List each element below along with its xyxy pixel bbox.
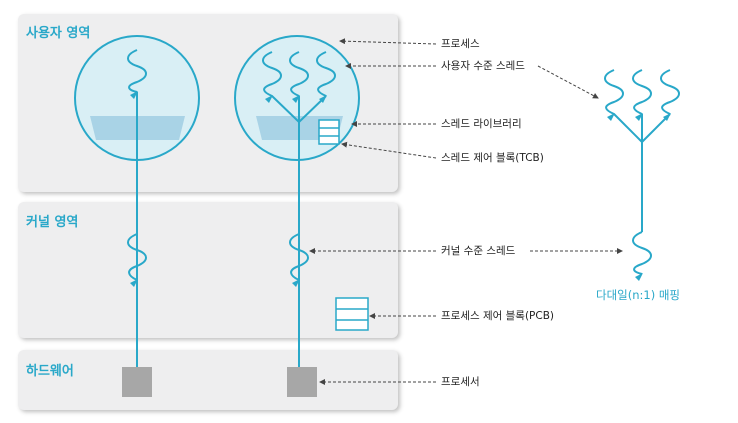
label-processor: 프로세서 <box>441 376 480 388</box>
label-process: 프로세스 <box>441 38 480 50</box>
label-pcb: 프로세스 제어 블록(PCB) <box>441 310 555 322</box>
m2o-kernel-thread-squiggle <box>632 231 652 275</box>
callout-user-thread-right <box>537 65 599 99</box>
label-tcb: 스레드 제어 블록(TCB) <box>441 152 544 164</box>
user-thread-r1-squiggle <box>262 51 282 97</box>
user-thread-r3-squiggle <box>316 51 336 97</box>
user-thread-left-squiggle <box>127 49 147 93</box>
hardware-panel <box>18 350 398 410</box>
callout-process <box>339 38 437 45</box>
hardware-title: 하드웨어 <box>26 364 74 379</box>
label-kernel-thread: 커널 수준 스레드 <box>441 245 516 257</box>
processor-right <box>287 367 317 397</box>
label-user-thread: 사용자 수준 스레드 <box>441 60 525 72</box>
kernel-space-panel <box>18 202 398 338</box>
m2o-thread-1-squiggle <box>604 69 624 115</box>
m2o-thread-3-squiggle <box>660 69 680 115</box>
kernel-space-title: 커널 영역 <box>26 215 79 230</box>
many-to-one-caption: 다대일(n:1) 매핑 <box>596 288 681 302</box>
processor-left <box>122 367 152 397</box>
user-thread-r2-squiggle <box>289 51 309 97</box>
pcb-icon <box>335 297 369 331</box>
m2o-thread-2-squiggle <box>632 69 652 115</box>
tcb-icon <box>318 119 340 145</box>
user-space-title: 사용자 영역 <box>26 26 91 41</box>
kernel-thread-right-squiggle <box>289 233 309 281</box>
kernel-thread-left-squiggle <box>127 233 147 281</box>
callout-tcb <box>341 141 437 159</box>
label-thread-library: 스레드 라이브러리 <box>441 118 522 130</box>
